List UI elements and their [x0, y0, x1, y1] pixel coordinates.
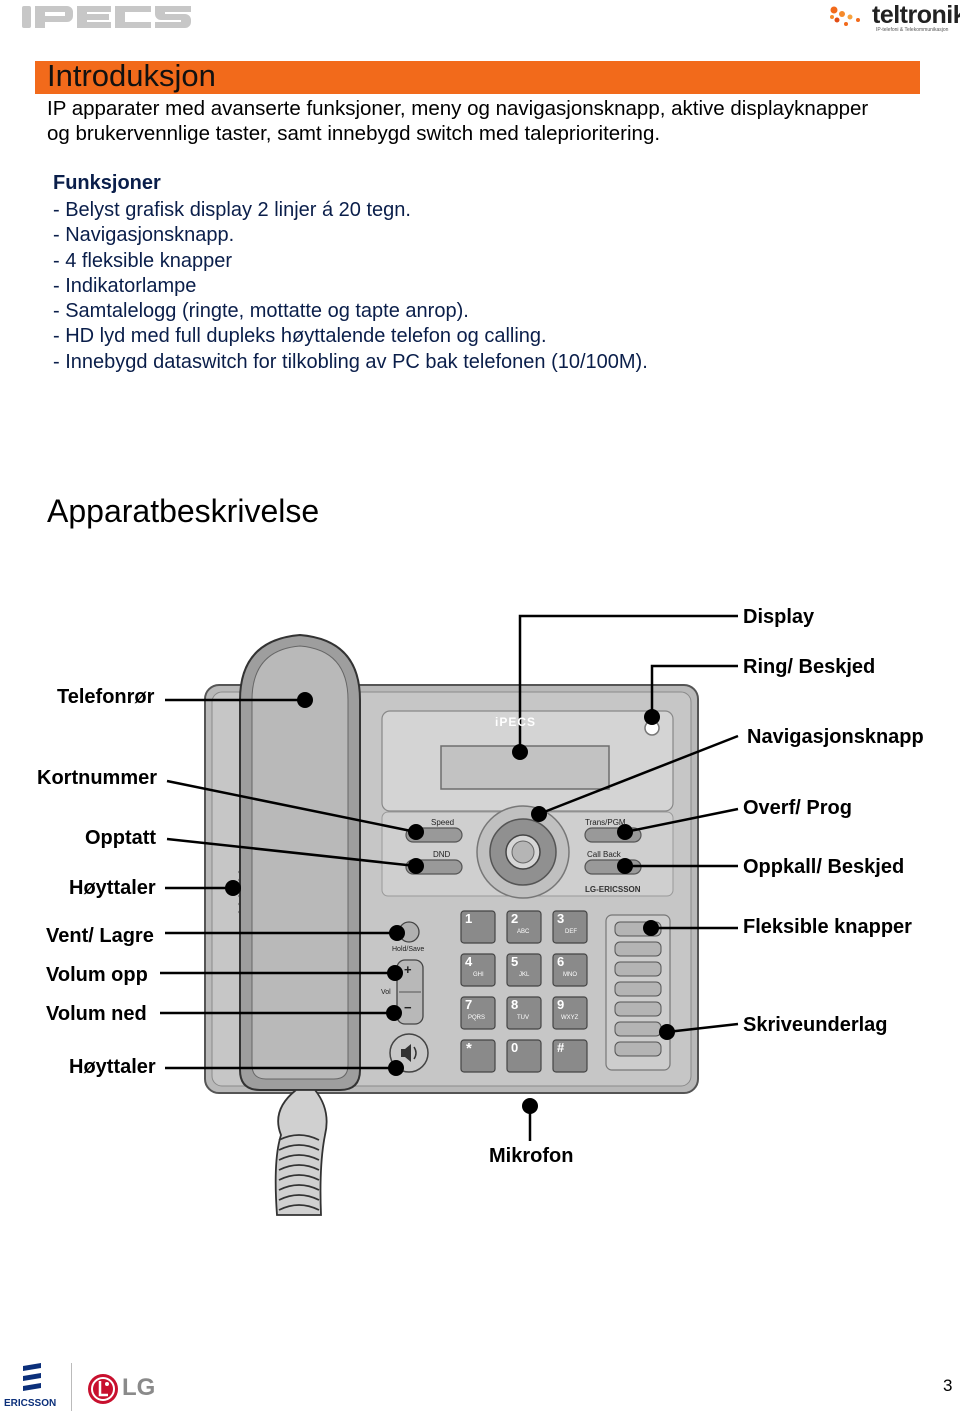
teltronik-tagline: IP-telefoni & Telekommunikasjon: [876, 27, 949, 33]
dial-key[interactable]: [506, 910, 542, 944]
section-title-description: Apparatbeskrivelse: [47, 493, 320, 529]
dial-key[interactable]: [506, 1039, 542, 1073]
dial-keypad[interactable]: [460, 910, 588, 1073]
dial-key[interactable]: [552, 1039, 588, 1073]
teltronik-dots-icon: [830, 6, 860, 26]
footer-divider: [71, 1363, 72, 1411]
key-digit: 9: [557, 997, 565, 1012]
flex-key[interactable]: [614, 961, 662, 977]
key-letters: DEF: [565, 929, 577, 935]
trans-pgm-label: Trans/PGM: [585, 818, 626, 827]
functions-item: - Indikatorlampe: [53, 274, 197, 297]
label-dnd: Opptatt: [85, 827, 157, 849]
speed-label: Speed: [431, 818, 455, 827]
label-navigation: Navigasjonsknapp: [747, 726, 924, 748]
vol-plus-icon: +: [404, 962, 412, 977]
hold-save-label: Hold/Save: [392, 946, 425, 953]
intro-line-1: IP apparater med avanserte funksjoner, m…: [47, 97, 869, 120]
key-digit: 2: [511, 911, 519, 926]
dial-key[interactable]: [552, 910, 588, 944]
label-hold-save: Vent/ Lagre: [46, 925, 154, 947]
teltronik-logo-text: teltronik: [872, 1, 960, 29]
flex-key[interactable]: [614, 1021, 662, 1037]
section-title-intro: Introduksjon: [47, 58, 216, 93]
flex-key[interactable]: [614, 981, 662, 997]
label-transfer-prog: Overf/ Prog: [743, 797, 852, 819]
key-letters: PQRS: [468, 1015, 486, 1021]
key-letters: ABC: [517, 929, 530, 935]
key-digit: 1: [465, 911, 473, 926]
key-letters: TUV: [517, 1015, 529, 1021]
key-digit: 4: [465, 954, 473, 969]
key-digit: 7: [465, 997, 473, 1012]
dial-key[interactable]: [460, 910, 496, 944]
functions-item: - Samtalelogg (ringte, mottatte og tapte…: [53, 300, 469, 323]
flexible-keys[interactable]: [614, 921, 662, 1057]
functions-item: - 4 fleksible knapper: [53, 249, 232, 272]
key-letters: WXYZ: [561, 1015, 579, 1021]
label-microphone: Mikrofon: [489, 1145, 574, 1167]
key-digit: 0: [511, 1040, 519, 1055]
maker-label: LG-ERICSSON: [585, 885, 641, 894]
label-display: Display: [743, 606, 815, 628]
dial-key[interactable]: [506, 953, 542, 987]
phone-brand-label: iPECS: [495, 715, 537, 729]
dial-key[interactable]: [552, 953, 588, 987]
label-speaker-side: Høyttaler: [69, 877, 156, 899]
section-header-bar: [35, 61, 920, 94]
vol-label: Vol: [381, 989, 391, 996]
functions-item: - Belyst grafisk display 2 linjer á 20 t…: [53, 199, 411, 221]
callback-label: Call Back: [587, 850, 621, 859]
label-ring-message: Ring/ Beskjed: [743, 656, 876, 678]
label-writing-pad: Skriveunderlag: [743, 1014, 888, 1036]
callout-dots: [225, 692, 675, 1114]
label-handset: Telefonrør: [57, 686, 155, 708]
dnd-label: DND: [433, 850, 451, 859]
intro-paragraph: IP apparater med avanserte funksjoner, m…: [47, 96, 917, 146]
ericsson-logo: [23, 1363, 41, 1391]
coiled-cord: [274, 1089, 328, 1216]
flex-key[interactable]: [614, 1041, 662, 1057]
label-callback: Oppkall/ Beskjed: [743, 856, 905, 878]
key-digit: 3: [557, 911, 565, 926]
key-digit: #: [557, 1040, 565, 1055]
page-number: 3: [943, 1376, 953, 1395]
lg-logo-icon: [88, 1374, 118, 1404]
functions-item: - Navigasjonsknapp.: [53, 224, 235, 247]
intro-line-2: og brukervennlige taster, samt innebygd …: [47, 122, 661, 145]
key-digit: 6: [557, 954, 565, 969]
navigation-button[interactable]: [476, 805, 570, 899]
dial-key[interactable]: [506, 996, 542, 1030]
dial-key[interactable]: [552, 996, 588, 1030]
label-volume-up: Volum opp: [46, 964, 148, 986]
flex-key[interactable]: [614, 941, 662, 957]
dial-key[interactable]: [460, 996, 496, 1030]
ericsson-wordmark: ERICSSON: [4, 1398, 57, 1409]
label-volume-down: Volum ned: [46, 1003, 147, 1025]
label-speed-dial: Kortnummer: [37, 767, 158, 789]
dial-key[interactable]: [460, 953, 496, 987]
functions-item: - HD lyd med full dupleks høyttalende te…: [53, 325, 547, 348]
handset[interactable]: [239, 633, 361, 1091]
dial-key[interactable]: [460, 1039, 496, 1073]
key-digit: 8: [511, 997, 519, 1012]
vol-minus-icon: −: [404, 1000, 412, 1015]
ipecs-logo: [22, 6, 191, 28]
key-digit: *: [466, 1040, 472, 1057]
functions-item: - Innebygd dataswitch for tilkobling av …: [53, 350, 648, 373]
key-digit: 5: [511, 954, 519, 969]
label-speaker: Høyttaler: [69, 1056, 156, 1078]
functions-list: - Belyst grafisk display 2 linjer á 20 t…: [53, 198, 648, 375]
functions-title: Funksjoner: [53, 172, 161, 194]
label-flexible-keys: Fleksible knapper: [743, 916, 912, 938]
key-letters: MNO: [563, 972, 577, 978]
key-letters: JKL: [519, 972, 530, 978]
speaker-icon: [401, 1044, 417, 1062]
key-letters: GHI: [473, 972, 484, 978]
flex-key[interactable]: [614, 1001, 662, 1017]
lg-wordmark: LG: [122, 1374, 156, 1401]
